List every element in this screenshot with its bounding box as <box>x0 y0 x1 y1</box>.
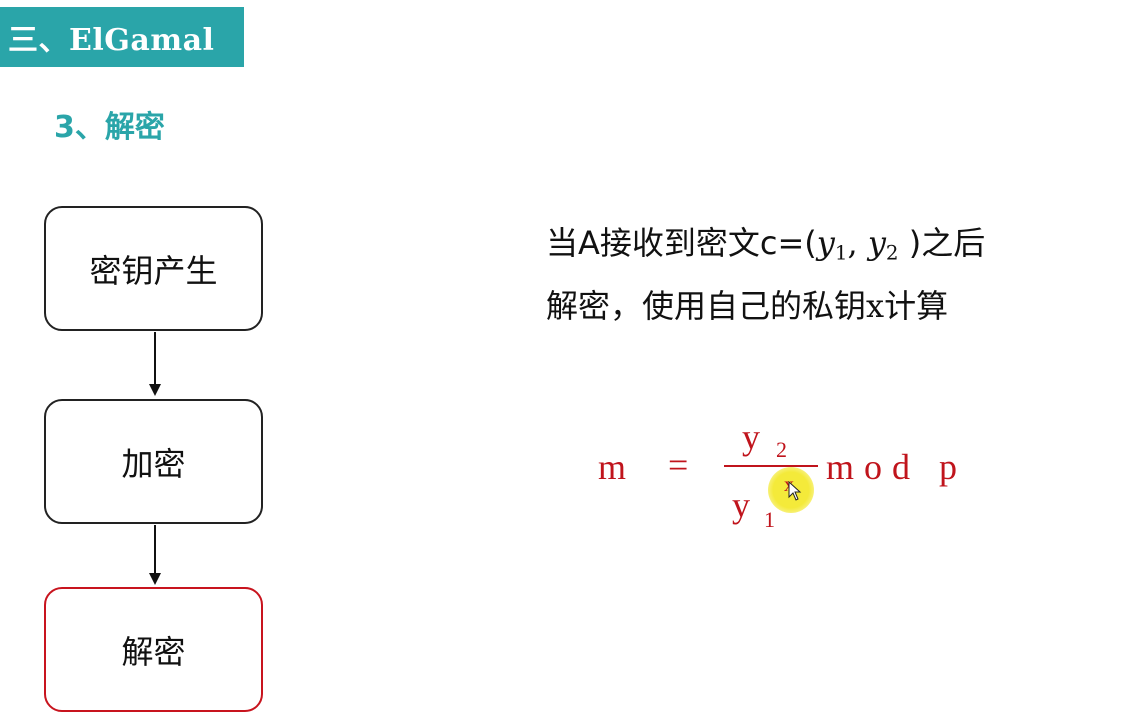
formula-numerator-subscript: 2 <box>776 437 787 462</box>
subscript: 2 <box>885 241 899 265</box>
flow-step-label: 加密 <box>121 444 186 483</box>
var-x: x <box>866 287 885 325</box>
flow-step-label: 密钥产生 <box>89 251 218 290</box>
formula-equals: = <box>668 445 689 485</box>
description-text: )之后 <box>898 224 986 262</box>
description-line-1: 当A接收到密文c=(y1, y2 )之后 <box>546 218 985 265</box>
description-text: 计算 <box>884 287 949 325</box>
fraction-line <box>724 465 818 467</box>
slide-title: 三、ElGamal <box>0 7 244 67</box>
formula-denominator: y <box>732 485 750 525</box>
formula-lhs: m <box>598 447 627 487</box>
formula-denominator-subscript: 1 <box>764 507 775 532</box>
flow-step-decryption: 解密 <box>44 587 263 712</box>
flow-step-encryption: 加密 <box>44 399 263 524</box>
slide-title-text: 三、ElGamal <box>8 23 215 58</box>
flow-arrow-down-icon <box>149 332 161 396</box>
flow-step-label: 解密 <box>121 632 186 671</box>
subscript: 1 <box>834 241 848 265</box>
flow-step-key-generation: 密钥产生 <box>44 206 263 331</box>
description-line-2: 解密，使用自己的私钥x计算 <box>546 281 948 327</box>
var-y: y <box>867 224 886 262</box>
formula-mod-expression: mod p <box>826 447 968 487</box>
formula-numerator: y <box>742 417 760 457</box>
flow-arrow-down-icon <box>149 525 161 585</box>
description-text: 解密，使用自己的私钥 <box>546 287 867 325</box>
section-subtitle: 3、解密 <box>54 110 165 145</box>
comma: , <box>847 224 868 262</box>
mouse-pointer-icon <box>788 481 802 501</box>
description-text: 当A接收到密文c=( <box>546 224 817 262</box>
var-y: y <box>816 224 835 262</box>
